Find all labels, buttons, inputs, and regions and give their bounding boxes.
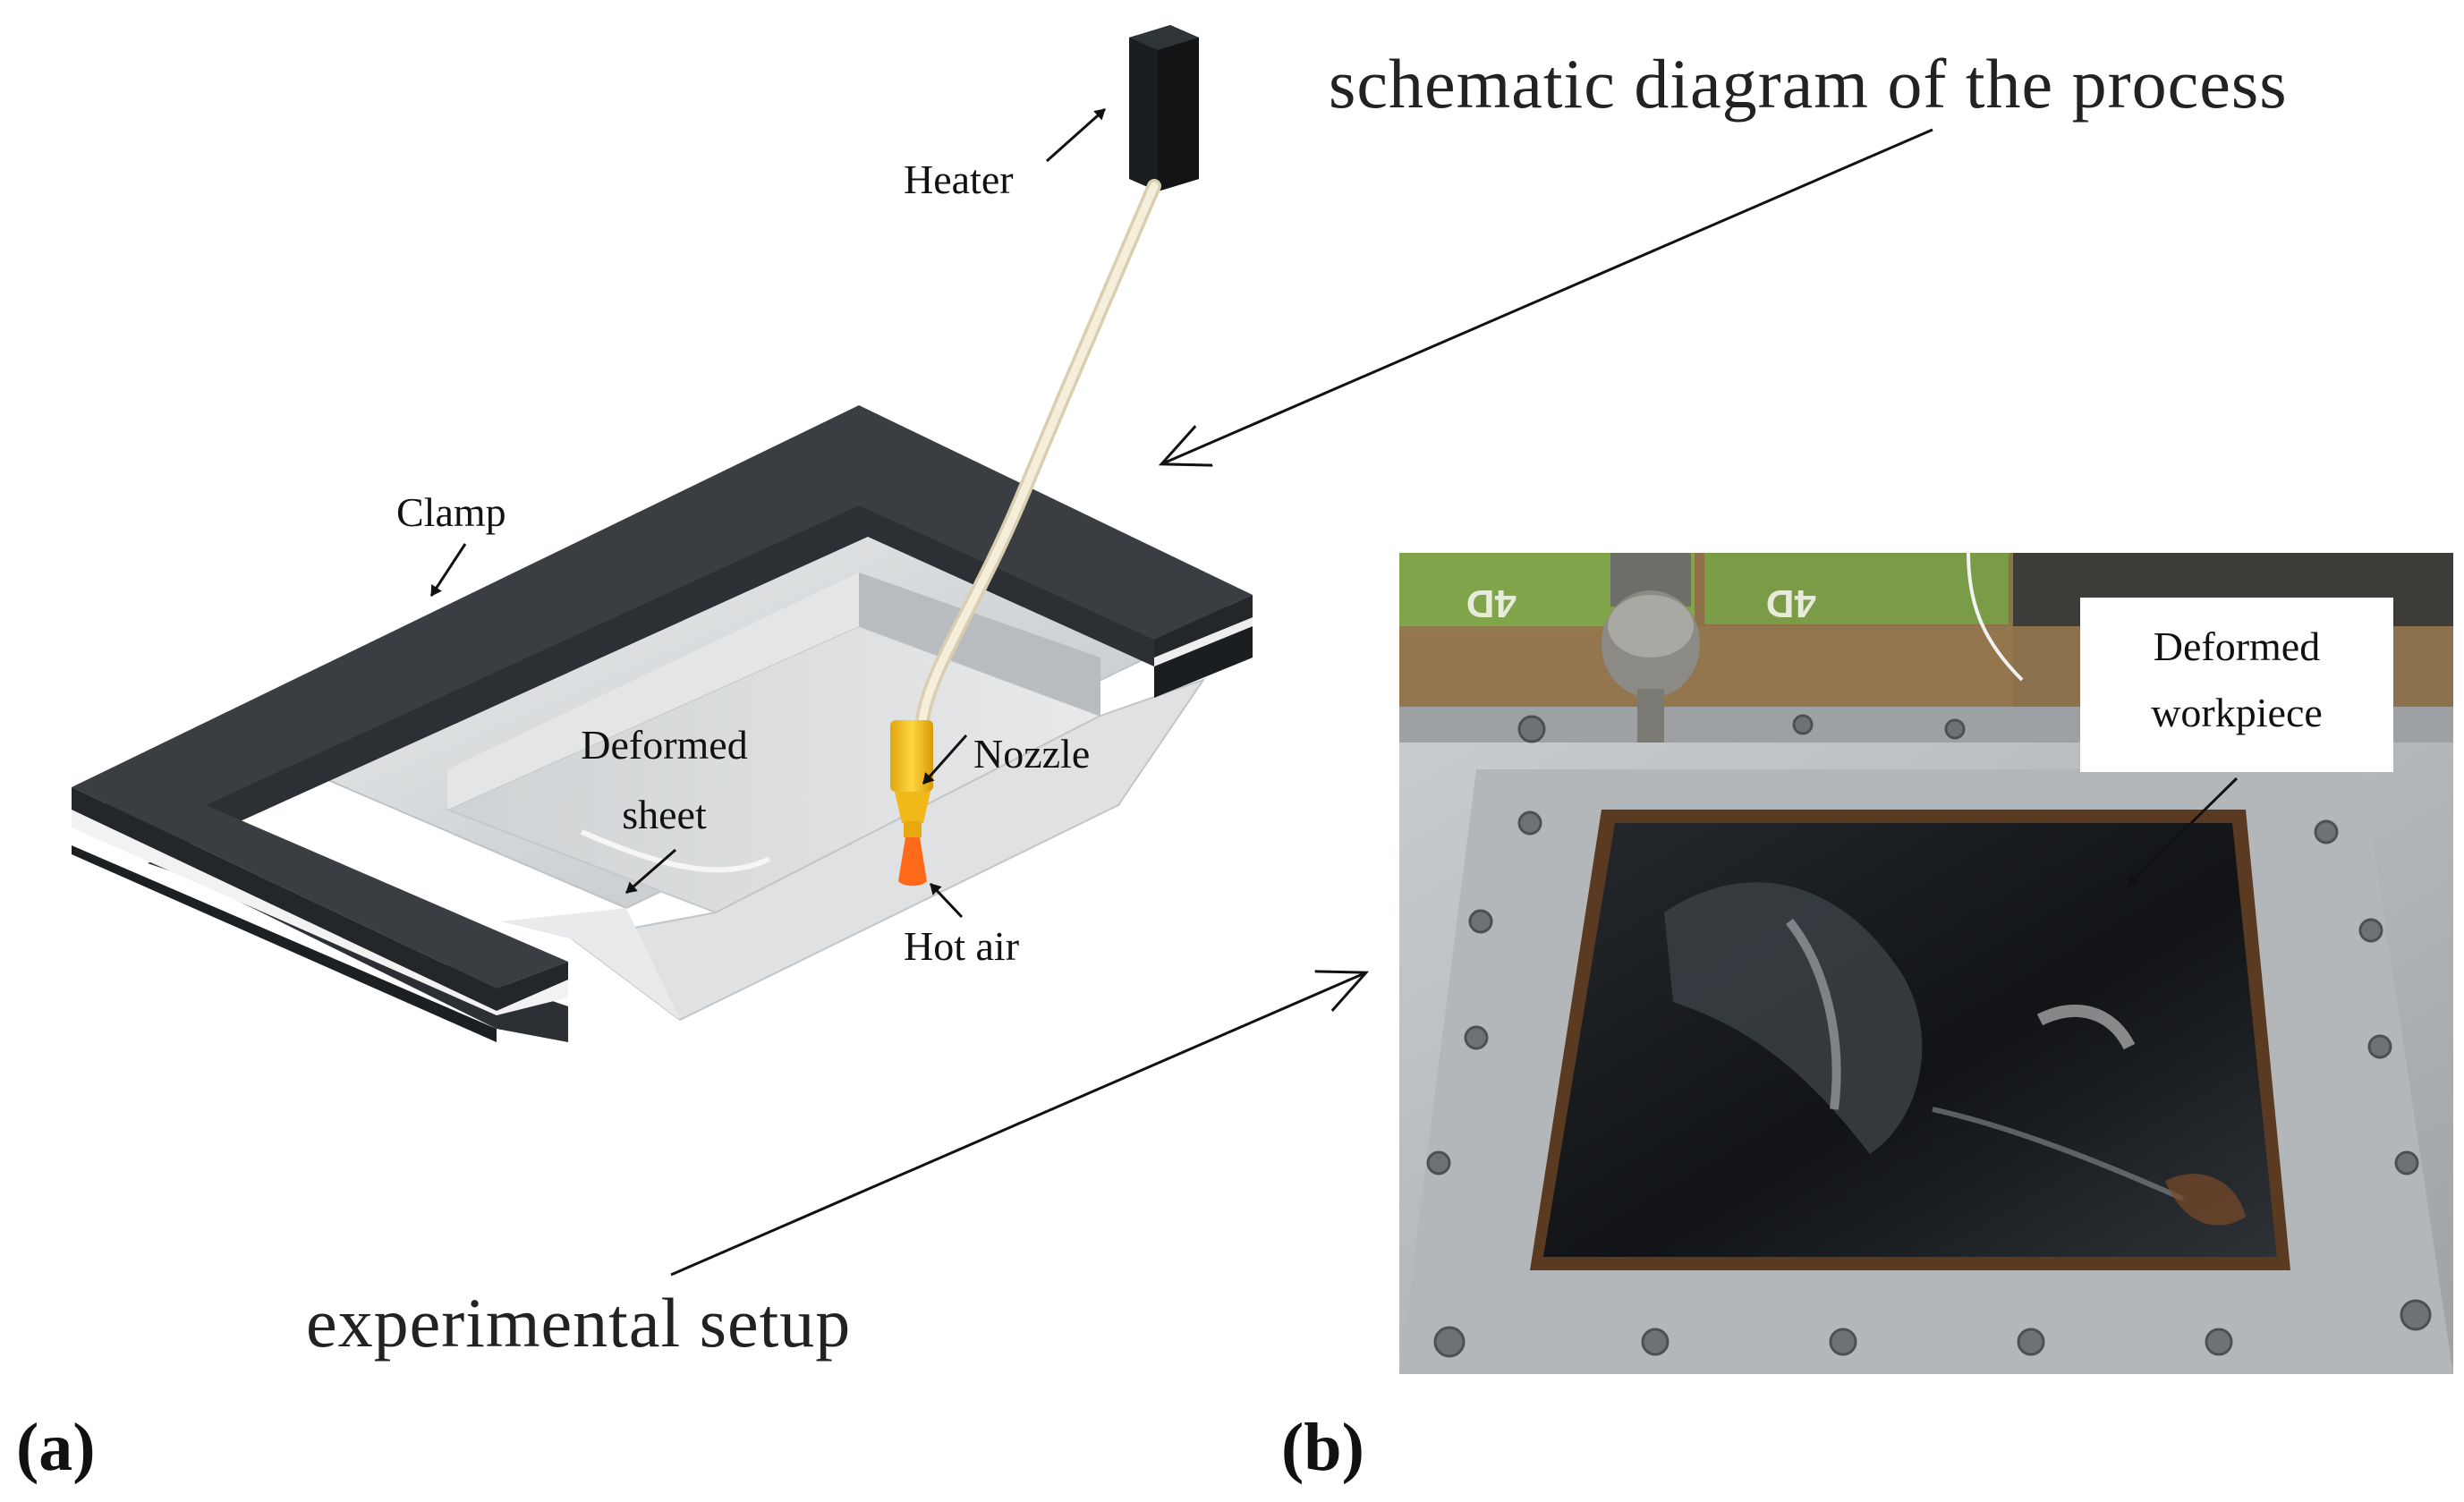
panel-label-b: (b) [1281,1410,1364,1485]
workpiece-arrow [2126,776,2239,887]
nozzle [890,720,933,837]
schematic-caption-arrow [1163,128,1933,463]
deformed-sheet-label-line2: sheet [622,792,707,837]
nozzle-label: Nozzle [973,731,1091,776]
hot-air-jet [898,837,927,887]
hot-air-arrow [929,882,964,919]
setup-caption: experimental setup [306,1284,852,1362]
box-marks: 4D 4D [1466,581,1816,625]
experimental-photo: 4D 4D [1399,553,2453,1374]
schematic-caption: schematic diagram of the process [1329,45,2288,123]
photo-callout-line1: Deformed [2153,624,2321,669]
nozzle-arrow [922,734,968,785]
setup-caption-arrow [670,973,1364,1277]
panel-label-a: (a) [16,1410,96,1485]
photo-callout-line2: workpiece [2151,690,2323,735]
clamp-arrow [429,543,467,597]
hot-air-label: Hot air [904,923,1020,969]
heater-arrow [1046,107,1106,163]
deformed-sheet-label-line1: Deformed [581,722,748,768]
clamp [72,405,1253,1042]
heater-label: Heater [904,157,1014,202]
box-mark-1: 4D [1466,581,1517,625]
photo-callout-box [2080,598,2393,772]
heater-box [1129,25,1199,191]
deformed-sheet-arrow [625,848,676,895]
box-mark-2: 4D [1766,581,1816,625]
clamp-label: Clamp [396,489,506,535]
schematic-diagram [72,25,1933,1277]
